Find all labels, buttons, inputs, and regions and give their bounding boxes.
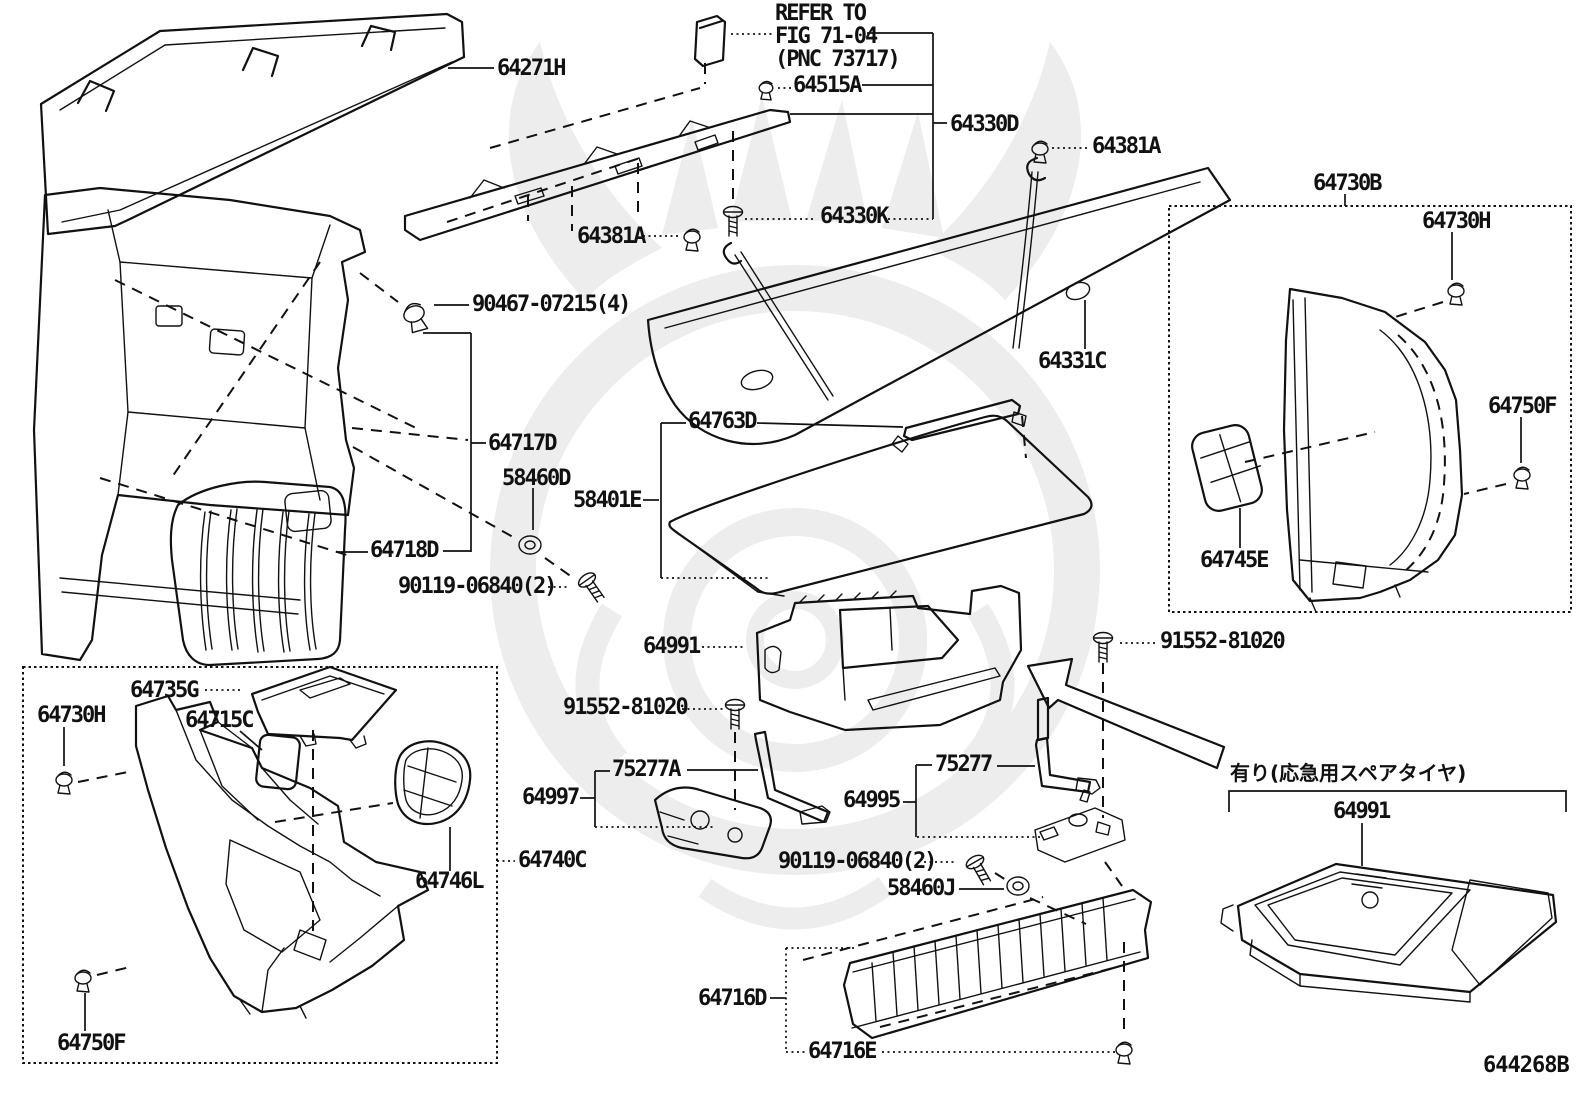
support-75277A-drawing xyxy=(755,732,830,824)
sill-plate-64716D-drawing xyxy=(844,890,1151,1038)
clip-64750F-right-icon xyxy=(1513,466,1531,490)
part-label-58460J: 58460J xyxy=(887,876,956,901)
part-label-64735G: 64735G xyxy=(130,678,199,703)
screw-90119-lower-icon xyxy=(963,851,996,889)
grommet-58460J-icon xyxy=(1006,876,1030,896)
part-label-64730B: 64730B xyxy=(1313,171,1382,196)
luggage-mat-58401E-drawing xyxy=(669,416,1091,596)
part-label-64740C: 64740C xyxy=(518,848,587,873)
clip-64730H-right-icon xyxy=(1447,282,1465,306)
part-label-64515A: 64515A xyxy=(793,73,862,98)
quarter-trim-64730B-drawing xyxy=(1284,289,1462,612)
garnish-64330D-drawing xyxy=(405,63,790,240)
group-box-64740C xyxy=(23,667,497,1063)
part-label-64718D: 64718D xyxy=(370,538,439,563)
screw-90119-upper-icon xyxy=(575,569,610,606)
part-label-91552-right: 91552-81020 xyxy=(1160,629,1286,654)
part-label-64331C: 64331C xyxy=(1038,349,1107,374)
part-label-58460D: 58460D xyxy=(502,466,571,491)
clip-64515A-icon xyxy=(758,80,774,101)
leader-lines xyxy=(64,33,1566,1031)
spare-tire-note: 有り(応急用スペアタイヤ) xyxy=(1230,761,1467,785)
part-label-64271H: 64271H xyxy=(497,56,566,81)
part-label-64730H-right: 64730H xyxy=(1422,209,1491,234)
clip-64381A-left-icon xyxy=(683,228,701,252)
part-label-64381A-left: 64381A xyxy=(577,224,646,249)
part-label-64730H-left: 64730H xyxy=(37,703,106,728)
deck-floor-box-64991-drawing xyxy=(757,586,1021,730)
part-label-64763D: 64763D xyxy=(688,409,757,434)
part-label-64330D: 64330D xyxy=(950,112,1019,137)
part-label-64997: 64997 xyxy=(522,785,580,810)
pillar-garnish-73717-drawing xyxy=(695,16,725,66)
direction-arrow xyxy=(1028,659,1224,768)
clip-64730H-left-icon xyxy=(55,771,73,795)
support-75277-drawing xyxy=(1036,698,1100,794)
part-label-64750F-right: 64750F xyxy=(1488,394,1557,419)
quarter-trim-64740C-drawing xyxy=(136,696,428,1018)
part-label-64991-center: 64991 xyxy=(643,634,701,659)
clip-90467-icon xyxy=(399,300,431,336)
part-label-64381A-right: 64381A xyxy=(1092,134,1161,159)
striker-assembly-64995-drawing xyxy=(1035,790,1125,862)
part-label-64746L: 64746L xyxy=(415,869,484,894)
part-label-64717D: 64717D xyxy=(488,431,557,456)
part-label-90119-lower: 90119-06840(2) xyxy=(778,849,937,874)
dashed-construction-lines xyxy=(78,273,1506,1034)
screw-91552-right-icon xyxy=(1092,631,1114,663)
figure-code: 644268B xyxy=(1483,1053,1570,1078)
service-cover-64745E-drawing xyxy=(1189,422,1268,514)
part-label-64750F-bottom: 64750F xyxy=(57,1031,126,1056)
part-label-90467-07215: 90467-07215(4) xyxy=(472,292,631,317)
clip-64750F-bottom-icon xyxy=(74,969,92,993)
group-box-64730B xyxy=(1169,206,1571,612)
part-label-64991-bottom: 64991 xyxy=(1333,799,1391,824)
parcel-shelf-drawing xyxy=(648,158,1230,444)
part-label-64330K: 64330K xyxy=(820,204,889,229)
part-label-91552-left: 91552-81020 xyxy=(563,695,689,720)
vent-garnish-64746L-drawing xyxy=(395,741,470,824)
watermark-emblem xyxy=(509,42,1081,919)
part-label-75277A: 75277A xyxy=(612,757,681,782)
part-label-64716E: 64716E xyxy=(808,1039,877,1064)
dotted-leader-lines xyxy=(205,34,1157,1052)
part-label-58401E: 58401E xyxy=(573,488,642,513)
cover-64735G-drawing xyxy=(252,667,396,748)
clip-64716E-icon xyxy=(1115,1041,1133,1065)
part-label-75277: 75277 xyxy=(935,752,993,777)
part-label-90119-upper: 90119-06840(2) xyxy=(398,574,557,599)
lock-assembly-64997-drawing xyxy=(655,788,771,859)
body-frame-drawing xyxy=(34,188,420,660)
spare-tray-64991-drawing xyxy=(1221,864,1556,1002)
part-label-64745E: 64745E xyxy=(1200,548,1269,573)
part-label-64716D: 64716D xyxy=(698,986,767,1011)
part-label-64995: 64995 xyxy=(843,788,901,813)
panel-64718D-drawing xyxy=(171,482,346,665)
package-tray-panel-64271H-drawing xyxy=(41,14,464,234)
part-label-64715C: 64715C xyxy=(185,708,254,733)
refer-note: REFER TO FIG 71-04 (PNC 73717) xyxy=(775,1,901,72)
